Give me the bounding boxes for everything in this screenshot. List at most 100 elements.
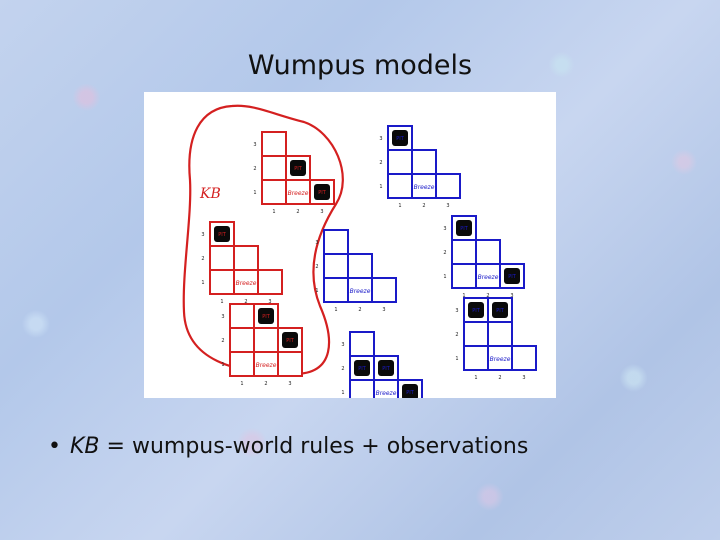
kb-label: KB: [199, 186, 221, 202]
pit-label: PIT: [460, 226, 468, 232]
col-label: 2: [264, 381, 267, 387]
bullet-marker: •: [48, 434, 61, 459]
slide-title: Wumpus models: [247, 50, 473, 81]
grid-cell: [475, 239, 501, 265]
pit-icon: [392, 130, 408, 146]
grid-cell: [253, 327, 279, 353]
pit-icon: [258, 308, 274, 324]
pit-label: PIT: [358, 366, 366, 372]
grid-cell: [323, 229, 349, 255]
pit-label: PIT: [218, 232, 226, 238]
row-label: 1: [455, 356, 458, 362]
row-label: 1: [201, 280, 204, 286]
grid-cell: [277, 351, 303, 377]
breeze-label: Breeze: [414, 184, 435, 191]
grid-cell: [511, 345, 537, 371]
col-label: 3: [446, 203, 449, 209]
pit-label: PIT: [286, 338, 294, 344]
pit-label: PIT: [508, 274, 516, 280]
pit-label: PIT: [318, 190, 326, 196]
grid-cell: [387, 149, 413, 175]
row-label: 2: [201, 256, 204, 262]
row-label: 3: [455, 308, 458, 314]
pit-icon: [468, 302, 484, 318]
grid-cell: [451, 263, 477, 289]
row-label: 1: [315, 288, 318, 294]
col-label: 3: [382, 307, 385, 313]
row-label: 1: [221, 362, 224, 368]
grid-cell: [411, 173, 437, 199]
col-label: 1: [474, 375, 477, 381]
col-label: 1: [220, 299, 223, 305]
col-label: 2: [296, 209, 299, 215]
breeze-label: Breeze: [490, 356, 511, 363]
pit-label: PIT: [294, 166, 302, 172]
row-label: 1: [443, 274, 446, 280]
col-label: 2: [498, 375, 501, 381]
grid-cell: [411, 149, 437, 175]
breeze-label: Breeze: [478, 274, 499, 281]
pit-icon: [214, 226, 230, 242]
col-label: 2: [422, 203, 425, 209]
grid-cell: [347, 253, 373, 279]
bullet-kb: KB: [70, 434, 100, 459]
grid-cell: [261, 131, 287, 157]
breeze-label: Breeze: [376, 390, 397, 397]
grid-cell: [487, 345, 513, 371]
row-label: 2: [443, 250, 446, 256]
pit-icon: [314, 184, 330, 200]
row-label: 2: [455, 332, 458, 338]
col-label: 1: [272, 209, 275, 215]
grid-cell: [349, 331, 375, 357]
row-label: 3: [379, 136, 382, 142]
grid-cell: [233, 245, 259, 271]
grid-cell: [257, 269, 283, 295]
grid-cell: [451, 239, 477, 265]
row-label: 1: [379, 184, 382, 190]
grid-cell: [229, 351, 255, 377]
col-label: 3: [320, 209, 323, 215]
grid-cell: [229, 303, 255, 329]
pit-icon: [378, 360, 394, 376]
grid-cell: [349, 379, 375, 398]
grid-cell: [475, 263, 501, 289]
grid-cell: [261, 155, 287, 181]
col-label: 2: [486, 293, 489, 299]
col-label: 1: [462, 293, 465, 299]
breeze-label: Breeze: [288, 190, 309, 197]
grid-cell: [435, 173, 461, 199]
row-label: 3: [201, 232, 204, 238]
pit-icon: [492, 302, 508, 318]
row-label: 3: [253, 142, 256, 148]
pit-label: PIT: [496, 308, 504, 314]
row-label: 3: [341, 342, 344, 348]
pit-icon: [456, 220, 472, 236]
col-label: 2: [358, 307, 361, 313]
breeze-label: Breeze: [350, 288, 371, 295]
col-label: 3: [268, 299, 271, 305]
kb-boundary: [182, 104, 344, 376]
pit-icon: [354, 360, 370, 376]
row-label: 1: [253, 190, 256, 196]
pit-icon: [402, 384, 418, 398]
row-label: 2: [341, 366, 344, 372]
pit-label: PIT: [472, 308, 480, 314]
row-label: 2: [379, 160, 382, 166]
bullet-text: = wumpus-world rules + observations: [99, 434, 529, 459]
pit-label: PIT: [382, 366, 390, 372]
bullet-point: • KB = wumpus-world rules + observations: [48, 434, 528, 459]
pit-icon: [504, 268, 520, 284]
grid-cell: [347, 277, 373, 303]
row-label: 2: [315, 264, 318, 270]
grid-cell: [463, 345, 489, 371]
grid-cell: [261, 179, 287, 205]
breeze-label: Breeze: [256, 362, 277, 369]
row-label: 3: [443, 226, 446, 232]
col-label: 1: [398, 203, 401, 209]
